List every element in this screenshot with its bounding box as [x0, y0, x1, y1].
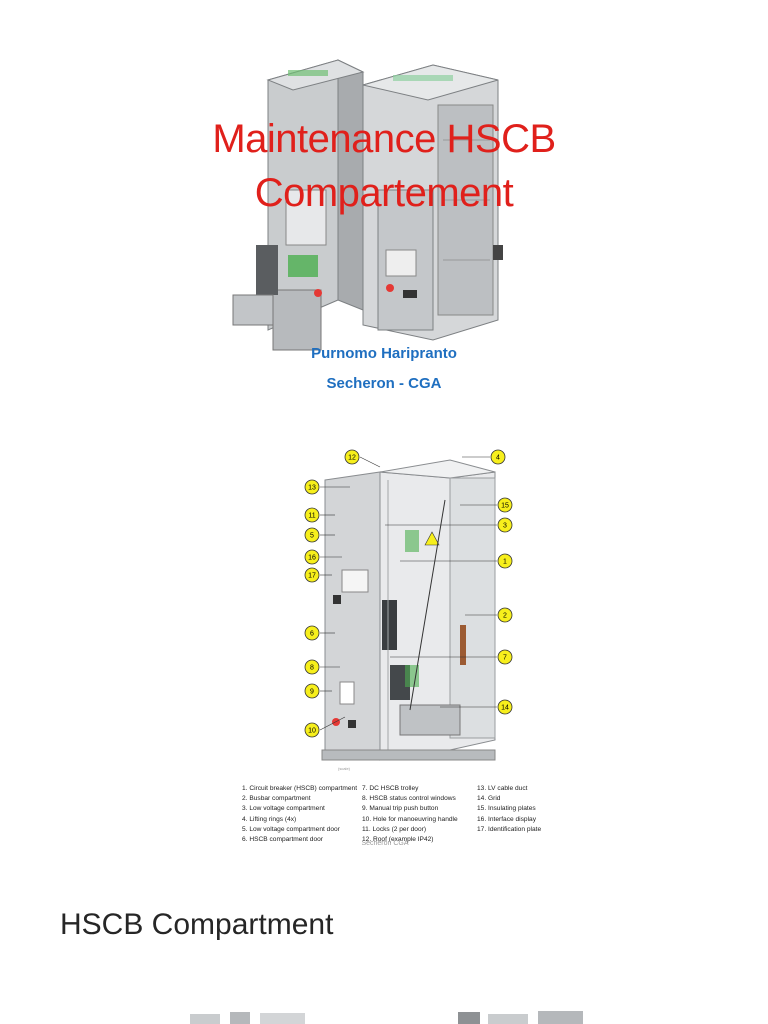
legend-item: 3. Low voltage compartment	[242, 805, 325, 813]
callout-1: 1	[400, 553, 513, 569]
callout-3: 3	[385, 517, 513, 533]
svg-text:8: 8	[310, 665, 314, 672]
callout-13: 13	[304, 479, 350, 495]
legend-item: 11. Locks (2 per door)	[362, 825, 427, 833]
slide-title-line2: Compartement	[254, 171, 514, 215]
callout-15: 15	[460, 497, 513, 513]
callout-11: 11	[304, 507, 335, 523]
callout-layer: 12 4 13 15 11 3 5 16 1 17 2 6 7 8 9 14 1…	[304, 449, 513, 738]
callout-17: 17	[304, 567, 332, 583]
legend-item: 12. Roof (example IP42)	[362, 836, 434, 844]
callout-8: 8	[304, 659, 340, 675]
callout-12: 12	[344, 449, 381, 468]
svg-text:17: 17	[308, 573, 316, 580]
svg-text:15: 15	[501, 503, 509, 510]
legend-column-2: 7. DC HSCB trolley 8. HSCB status contro…	[362, 784, 482, 845]
legend-item: 15. Insulating plates	[477, 805, 536, 813]
svg-text:5: 5	[310, 533, 314, 540]
svg-text:10: 10	[308, 728, 316, 735]
title-slide: Maintenance HSCB Compartement Purnomo Ha…	[0, 0, 768, 420]
legend-item: 8. HSCB status control windows	[362, 795, 456, 803]
legend-column-3: 13. LV cable duct 14. Grid 15. Insulatin…	[477, 784, 557, 835]
svg-text:11: 11	[308, 513, 315, 520]
slide-title-line1: Maintenance HSCB	[212, 117, 556, 161]
svg-text:6: 6	[310, 631, 314, 638]
svg-text:12: 12	[348, 455, 356, 462]
svg-text:16: 16	[308, 555, 316, 562]
legend-item: 7. DC HSCB trolley	[362, 785, 419, 792]
legend-item: 17. Identification plate	[477, 825, 542, 833]
svg-text:14: 14	[501, 705, 509, 712]
slide-footer: Secheron CGA	[361, 840, 409, 847]
legend-item: 10. Hole for manoeuvring handle	[362, 815, 458, 823]
legend-item: 16. Interface display	[477, 815, 537, 823]
organization-name: Secheron - CGA	[326, 375, 442, 392]
slide-title: Maintenance HSCB Compartement	[140, 112, 628, 220]
switchgear-illustration	[232, 59, 503, 351]
svg-text:9: 9	[310, 689, 314, 696]
section-title: HSCB Compartment	[60, 908, 334, 941]
legend-item: 5. Low voltage compartment door	[242, 825, 340, 833]
author-name: Purnomo Haripranto	[311, 345, 457, 362]
callout-10: 10	[304, 716, 346, 738]
svg-text:4: 4	[496, 455, 500, 462]
svg-text:1: 1	[503, 559, 507, 566]
legend-item: 4. Lifting rings (4x)	[242, 815, 297, 823]
scale-note: (scale)	[338, 766, 351, 771]
legend-item: 1. Circuit breaker (HSCB) compartment	[242, 785, 358, 792]
legend-item: 2. Busbar compartment	[242, 795, 311, 803]
callout-16: 16	[304, 549, 342, 565]
legend-column-1: 1. Circuit breaker (HSCB) compartment 2.…	[242, 784, 362, 845]
legend-item: 9. Manual trip push button	[362, 805, 439, 813]
svg-text:2: 2	[503, 613, 507, 620]
svg-text:3: 3	[503, 523, 507, 530]
svg-text:7: 7	[503, 655, 507, 662]
callout-2: 2	[465, 607, 513, 623]
callout-7: 7	[390, 649, 513, 665]
hscb-cabinet-diagram	[321, 459, 496, 761]
legend-item: 13. LV cable duct	[477, 785, 528, 792]
legend-item: 6. HSCB compartment door	[242, 836, 323, 844]
cabinet-thumbnail-right	[458, 1011, 583, 1024]
diagram-slide: 12 4 13 15 11 3 5 16 1 17 2 6 7 8 9 14 1…	[0, 430, 768, 870]
legend-item: 14. Grid	[477, 795, 501, 803]
cabinet-thumbnail-left	[190, 1012, 305, 1024]
callout-4: 4	[462, 449, 506, 465]
callout-14: 14	[440, 699, 513, 715]
callout-6: 6	[304, 625, 335, 641]
svg-text:13: 13	[308, 485, 316, 492]
callout-5: 5	[304, 527, 335, 543]
callout-9: 9	[304, 683, 332, 699]
